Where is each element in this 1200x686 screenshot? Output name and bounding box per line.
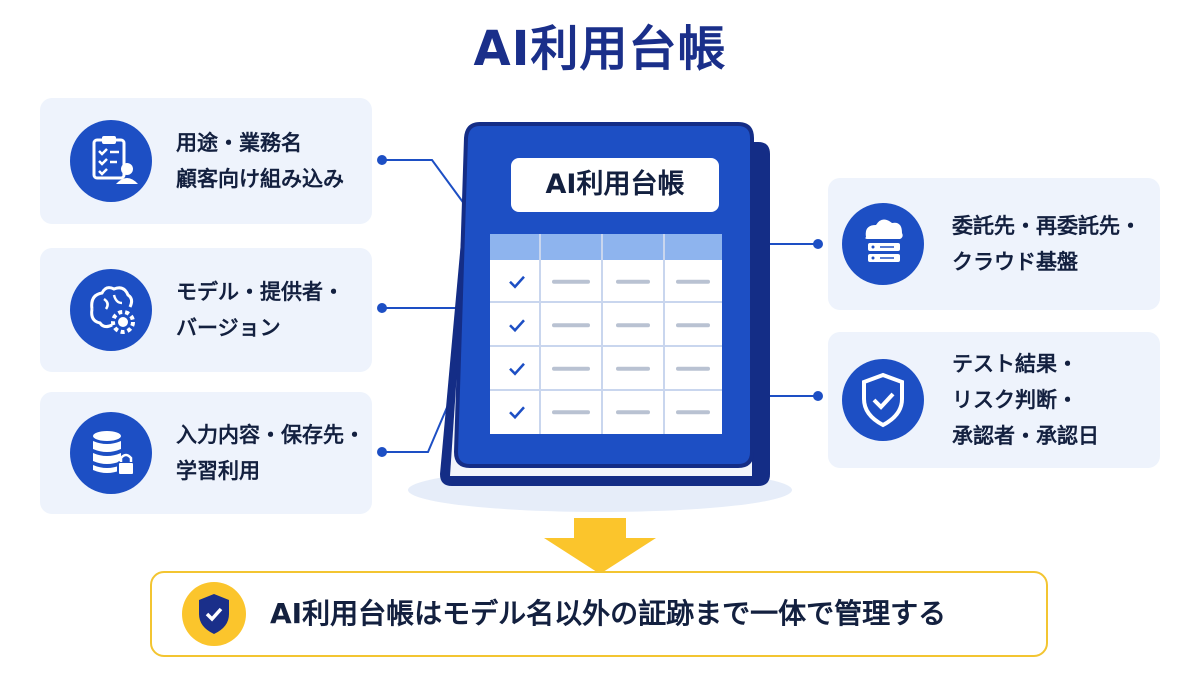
brain-gear-icon	[70, 269, 152, 351]
card-vendor-line1: 委託先・再委託先・	[952, 214, 1141, 238]
row-placeholder-bar	[616, 323, 650, 328]
row-check-icon	[509, 319, 525, 333]
summary-banner: AI利用台帳はモデル名以外の証跡まで一体で管理する	[150, 571, 1048, 657]
cloud-server-icon	[842, 203, 924, 285]
row-check-icon	[509, 362, 525, 376]
connector-dot	[813, 239, 823, 249]
row-placeholder-bar	[552, 279, 590, 284]
card-vendor: 委託先・再委託先・ クラウド基盤	[828, 178, 1160, 310]
row-placeholder-bar	[676, 410, 710, 415]
book-label-box	[511, 158, 719, 212]
card-model: モデル・提供者・ バージョン	[40, 248, 372, 372]
card-test-line3: 承認者・承認日	[952, 424, 1099, 448]
connector-dot	[377, 155, 387, 165]
row-check-icon	[509, 275, 525, 289]
row-placeholder-bar	[616, 366, 650, 371]
card-purpose-line1: 用途・業務名	[176, 131, 302, 155]
row-placeholder-bar	[616, 279, 650, 284]
connector-dot	[377, 303, 387, 313]
card-purpose: 用途・業務名 顧客向け組み込み	[40, 98, 372, 224]
row-placeholder-bar	[616, 410, 650, 415]
book-table-header	[490, 234, 722, 260]
row-placeholder-bar	[552, 410, 590, 415]
book-table	[490, 234, 722, 434]
down-arrow-icon	[544, 518, 656, 574]
card-data-line2: 学習利用	[176, 459, 260, 483]
card-test: テスト結果・ リスク判断・ 承認者・承認日	[828, 332, 1160, 468]
connector-dot	[813, 391, 823, 401]
connector-dot	[377, 447, 387, 457]
card-data-line1: 入力内容・保存先・	[176, 423, 365, 447]
card-model-line1: モデル・提供者・	[176, 280, 344, 304]
clipboard-user-icon	[70, 120, 152, 202]
card-data: 入力内容・保存先・ 学習利用	[40, 392, 372, 514]
banner-shield-check-icon	[182, 582, 246, 646]
card-model-line2: バージョン	[176, 316, 281, 340]
connector-purpose	[382, 159, 466, 206]
row-placeholder-bar	[676, 279, 710, 284]
book-table-body	[490, 234, 722, 434]
card-vendor-line2: クラウド基盤	[952, 250, 1078, 274]
card-test-line2: リスク判断・	[952, 388, 1078, 412]
summary-text: AI利用台帳はモデル名以外の証跡まで一体で管理する	[270, 597, 947, 630]
row-check-icon	[509, 406, 525, 420]
row-placeholder-bar	[676, 323, 710, 328]
row-placeholder-bar	[552, 323, 590, 328]
page-title: AI利用台帳	[473, 21, 727, 77]
database-lock-icon	[70, 412, 152, 494]
row-placeholder-bar	[552, 366, 590, 371]
connector-data	[382, 404, 449, 453]
card-test-line1: テスト結果・	[952, 352, 1078, 376]
row-placeholder-bar	[676, 366, 710, 371]
shield-check-icon	[842, 359, 924, 441]
book-label: AI利用台帳	[545, 169, 685, 200]
card-purpose-line2: 顧客向け組み込み	[176, 167, 344, 191]
